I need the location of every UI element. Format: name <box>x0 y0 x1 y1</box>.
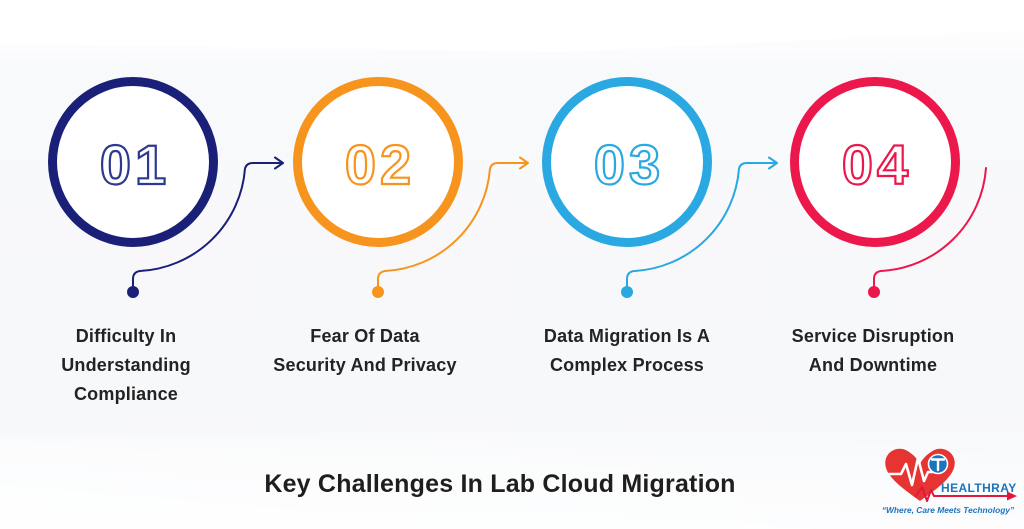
step-label-1-line-2: Understanding <box>61 355 191 375</box>
page-title: Key Challenges In Lab Cloud Migration <box>264 470 736 498</box>
healthray-logo: HEALTHRAY “Where, Care Meets Technology” <box>876 443 1022 527</box>
step-number-02: 02 <box>344 133 416 196</box>
step-label-3-line-1: Data Migration Is A <box>543 326 711 346</box>
step-label-4-line-2: And Downtime <box>808 355 938 375</box>
step-label-1-line-3: Compliance <box>73 384 179 404</box>
step-2-dot <box>372 286 384 298</box>
step-label-2-line-2: Security And Privacy <box>273 355 457 375</box>
connector-step-2-to-3 <box>372 156 529 298</box>
step-circle-04: 04 <box>790 77 960 247</box>
step-circle-02: 02 <box>293 77 463 247</box>
step-label-3: Data Migration Is A Complex Process <box>495 322 759 380</box>
ecg-line-icon <box>887 456 938 487</box>
step-label-2-line-1: Fear Of Data <box>310 326 420 346</box>
step-number-04: 04 <box>841 133 913 196</box>
step-label-1: Difficulty In Understanding Compliance <box>16 322 236 409</box>
ecg-arrow-icon <box>915 486 1017 502</box>
step-1-dot <box>127 286 139 298</box>
connector-step-1-to-2 <box>127 156 284 298</box>
step-number-03: 03 <box>593 133 665 196</box>
step-label-3-line-2: Complex Process <box>549 355 705 375</box>
logo-wordmark: HEALTHRAY <box>941 481 1017 495</box>
step-number-01: 01 <box>99 133 171 196</box>
step-4-dot <box>868 286 880 298</box>
step-3-dot <box>621 286 633 298</box>
step-label-1-line-1: Difficulty In <box>75 326 177 346</box>
step-label-4-line-1: Service Disruption <box>791 326 955 346</box>
step-label-4: Service Disruption And Downtime <box>741 322 1005 380</box>
step-label-2: Fear Of Data Security And Privacy <box>245 322 485 380</box>
connector-step-3-to-4 <box>621 156 778 298</box>
connector-step-4-tail <box>868 167 987 298</box>
healthray-logo-graphic: HEALTHRAY “Where, Care Meets Technology” <box>882 448 1017 515</box>
step-circle-03: 03 <box>542 77 712 247</box>
caduceus-icon <box>927 453 949 475</box>
logo-tagline: “Where, Care Meets Technology” <box>882 505 1015 515</box>
step-circle-01: 01 <box>48 77 218 247</box>
